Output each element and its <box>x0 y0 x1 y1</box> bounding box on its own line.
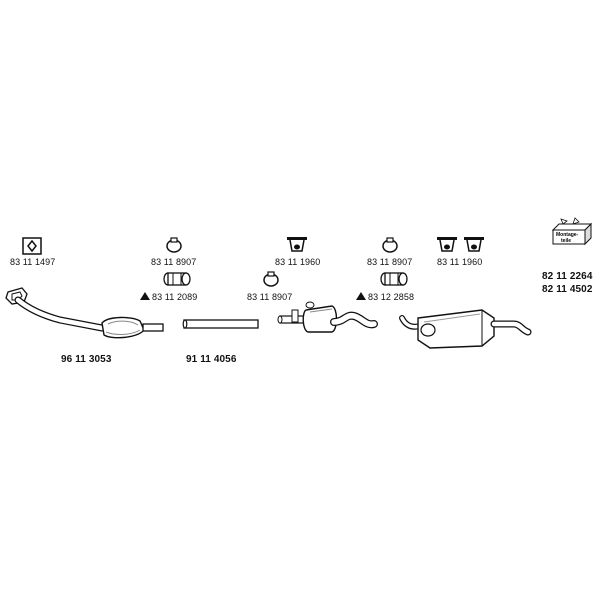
part-number-front-pipe: 96 11 3053 <box>61 354 112 365</box>
part-number-clamp: 83 11 2089 <box>152 292 198 302</box>
part-number-hanger: 83 11 1960 <box>275 257 321 267</box>
warning-triangle-icon <box>356 292 366 300</box>
mounting-kit-box-icon: Montage- teile <box>551 217 593 246</box>
rubber-hanger-icon <box>464 237 484 252</box>
part-number-kit: 82 11 2264 <box>542 271 593 282</box>
front-pipe-catalytic-converter <box>5 287 164 339</box>
part-number-clamp: 83 11 8907 <box>151 257 197 267</box>
rear-silencer <box>399 309 532 349</box>
clamp-icon <box>380 272 408 286</box>
clamp-icon <box>163 272 191 286</box>
middle-pipe <box>182 319 259 329</box>
rubber-hanger-icon <box>437 237 457 252</box>
part-number-kit: 82 11 4502 <box>542 284 593 295</box>
kit-box-label-2: teile <box>561 238 571 244</box>
warning-triangle-icon <box>140 292 150 300</box>
part-number-hanger: 83 11 1960 <box>437 257 483 267</box>
part-number-middle-pipe: 91 11 4056 <box>186 354 237 365</box>
kit-box-label-1: Montage- <box>556 232 579 238</box>
gasket-icon <box>22 237 42 255</box>
rubber-hanger-icon <box>287 237 307 252</box>
middle-silencer <box>277 301 378 333</box>
clamp-icon <box>263 271 279 287</box>
part-number-clamp: 83 11 8907 <box>247 292 293 302</box>
clamp-icon <box>166 237 182 253</box>
part-number-clamp: 83 11 8907 <box>367 257 413 267</box>
part-number-gasket: 83 11 1497 <box>10 257 56 267</box>
clamp-icon <box>382 237 398 253</box>
part-number-clamp: 83 12 2858 <box>368 292 415 302</box>
